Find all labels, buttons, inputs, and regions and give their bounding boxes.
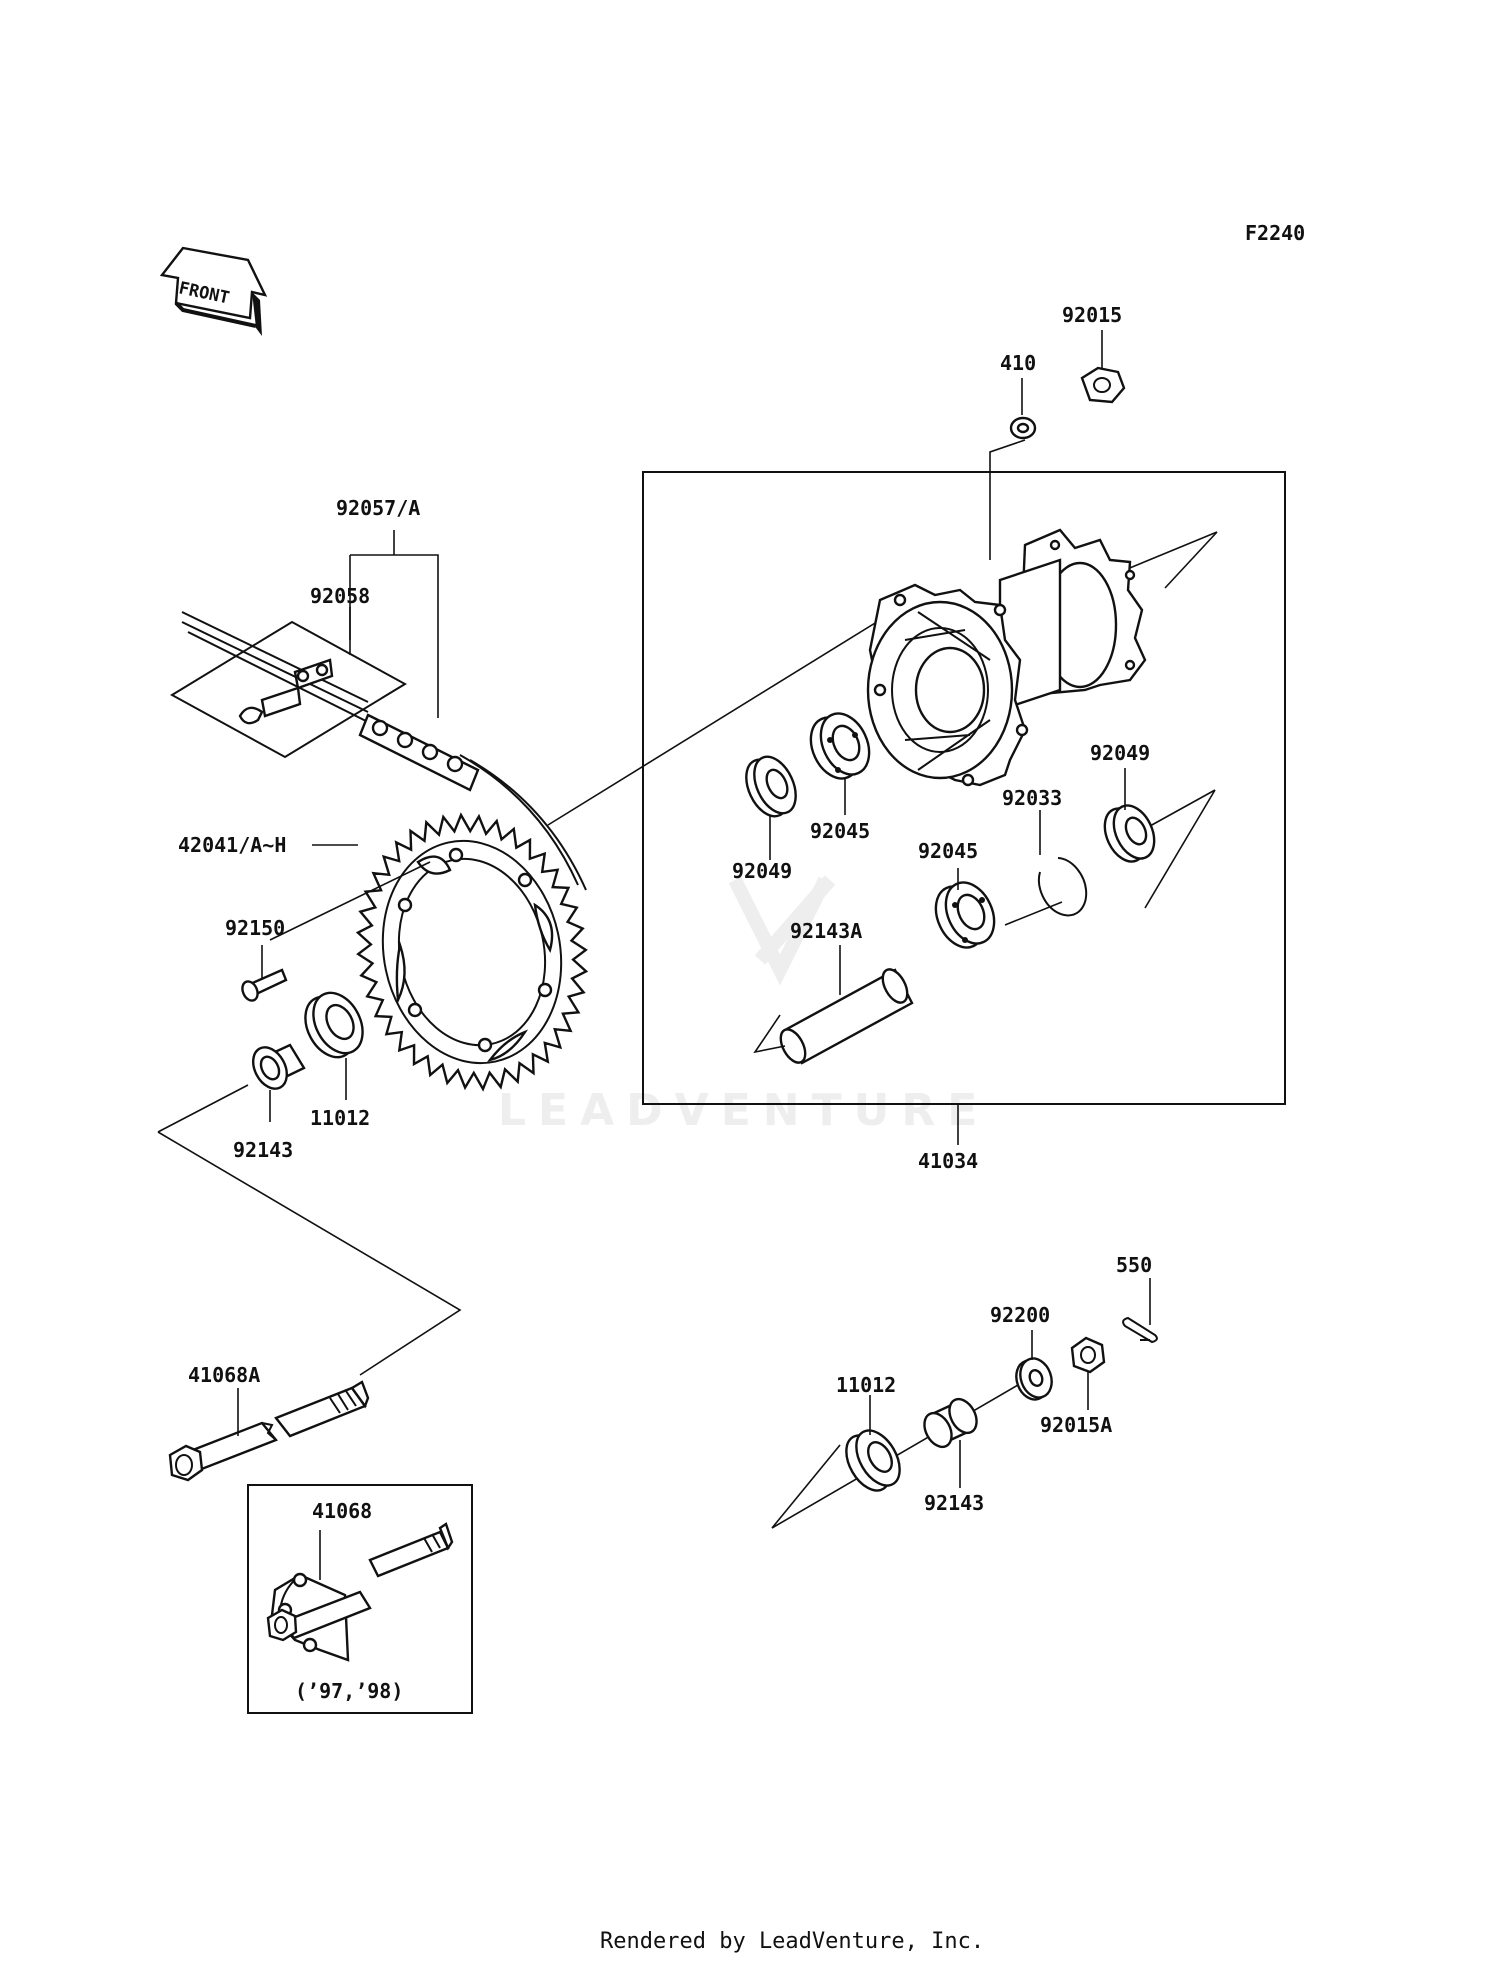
callout-92058: 92058 xyxy=(310,584,370,608)
callout-11012-left: 11012 xyxy=(310,1106,370,1130)
oil-seal-left xyxy=(745,755,797,818)
callout-92143-right: 92143 xyxy=(924,1491,984,1515)
rear-sprocket xyxy=(355,812,589,1092)
master-link xyxy=(238,658,334,725)
front-arrow-icon: FRONT xyxy=(159,246,268,336)
ball-bearing-center xyxy=(934,881,996,949)
dust-seal-right xyxy=(845,1429,901,1492)
drive-chain xyxy=(181,611,587,891)
callout-92015A: 92015A xyxy=(1040,1413,1112,1437)
watermark-text: LEADVENTURE xyxy=(498,1085,989,1136)
callout-92143-left: 92143 xyxy=(233,1138,293,1162)
wheel-collar-right xyxy=(923,1397,978,1449)
callout-92045-center: 92045 xyxy=(918,839,978,863)
figure-code: F2240 xyxy=(1245,221,1305,245)
callout-41034: 41034 xyxy=(918,1149,978,1173)
chain-joint-box xyxy=(170,620,407,759)
nut-92015 xyxy=(1080,366,1126,404)
callout-92200: 92200 xyxy=(990,1303,1050,1327)
dust-seal-left xyxy=(304,991,364,1059)
callout-550: 550 xyxy=(1116,1253,1152,1277)
watermark: LEADVENTURE xyxy=(498,875,989,1136)
callout-41068: 41068 xyxy=(312,1499,372,1523)
callout-92033: 92033 xyxy=(1002,786,1062,810)
spacer-tube xyxy=(779,968,914,1065)
rear-axle xyxy=(168,1380,370,1482)
ball-bearing-left xyxy=(809,712,871,780)
callout-92143A: 92143A xyxy=(790,919,862,943)
callout-92049-left: 92049 xyxy=(732,859,792,883)
callout-92150: 92150 xyxy=(225,916,285,940)
washer-410 xyxy=(1009,416,1037,440)
callout-92045-left: 92045 xyxy=(810,819,870,843)
callout-11012-right: 11012 xyxy=(836,1373,896,1397)
axle-with-sprocket xyxy=(266,1522,454,1662)
inset-year-note: (’97,’98) xyxy=(295,1679,403,1703)
callout-92015: 92015 xyxy=(1062,303,1122,327)
oil-seal-right xyxy=(1103,804,1156,863)
callout-42041: 42041/A~H xyxy=(178,833,286,857)
hub-assembly-frame xyxy=(642,471,1286,1105)
callout-92049-right: 92049 xyxy=(1090,741,1150,765)
wheel-collar-left xyxy=(252,1043,306,1090)
callout-41068A: 41068A xyxy=(188,1363,260,1387)
rear-hub xyxy=(866,528,1147,787)
inset-frame xyxy=(247,1484,473,1714)
footer-credit: Rendered by LeadVenture, Inc. xyxy=(600,1929,984,1954)
cotter-pin xyxy=(1122,1316,1158,1344)
callout-labels: 92015 410 92057/A 92058 42041/A~H 92150 … xyxy=(178,303,1152,1703)
callout-92057a: 92057/A xyxy=(336,496,420,520)
sprocket-bolt xyxy=(241,968,288,1002)
washer-92200 xyxy=(1015,1357,1053,1401)
axle-nut xyxy=(1070,1336,1106,1374)
callout-410: 410 xyxy=(1000,351,1036,375)
circlip xyxy=(1037,857,1088,917)
